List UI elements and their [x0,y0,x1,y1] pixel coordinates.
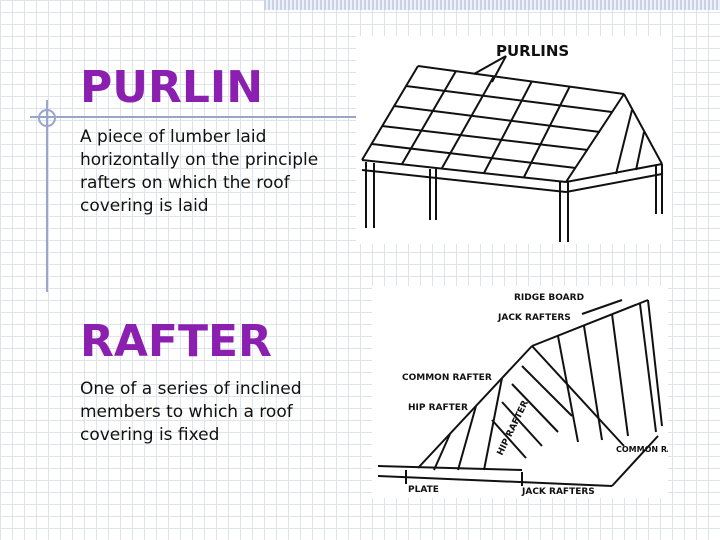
crosshair-horizontal-line [30,116,380,118]
jack-rafters-top-label: JACK RAFTERS [497,313,571,323]
purlin-illustration: PURLINS [356,36,672,244]
crosshair-circle-icon [38,109,56,127]
ridge-board-label: RIDGE BOARD [514,293,584,303]
jack-rafters-bottom-label: JACK RAFTERS [521,487,595,497]
ridge-board-line [531,299,649,347]
purlin-heading: PURLIN [80,62,264,113]
rafter-heading: RAFTER [80,316,272,367]
purlin-roof-drawing: PURLINS [361,42,663,242]
plate-label: PLATE [408,485,439,495]
purlin-description: A piece of lumber laid horizontally on t… [80,127,319,216]
rafter-illustration: RIDGE BOARD JACK RAFTERS COMMON RAFTER H… [372,286,702,498]
eave-line [361,159,567,183]
rafter-description: One of a series of inclined members to w… [80,379,302,445]
crosshair-vertical-line [46,100,48,292]
ridge-line [417,65,625,95]
common-rafters-label: COMMON RAFTERS [616,445,668,454]
hip-rafter-label: HIP RAFTER [408,403,468,413]
plate-line [377,475,613,487]
top-decorative-band [264,0,720,10]
purlins-label: PURLINS [496,42,569,60]
common-rafter-label: COMMON RAFTER [402,373,492,383]
rafter-roof-drawing: RIDGE BOARD JACK RAFTERS COMMON RAFTER H… [377,293,702,497]
